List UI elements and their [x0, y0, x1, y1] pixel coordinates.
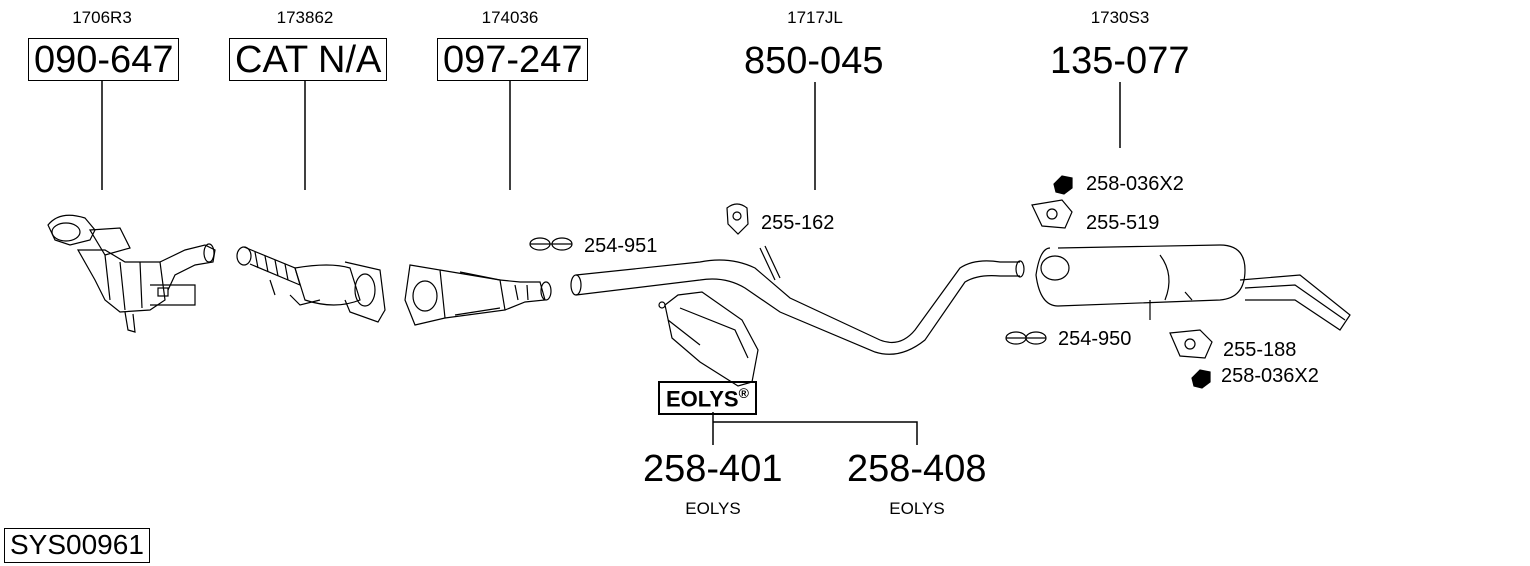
part-ref-3: 174036: [481, 8, 539, 27]
eolys-part-number-1: 258-401: [643, 448, 783, 490]
eolys-label-2: EOLYS: [889, 499, 945, 518]
part-number-5: 135-077: [1050, 40, 1190, 82]
part-number-3: 097-247: [437, 38, 589, 81]
eolys-logo-text: EOLYS: [666, 386, 739, 412]
part-number-2: CAT N/A: [229, 38, 388, 81]
registered-mark: ®: [738, 385, 749, 401]
eolys-bracket: [712, 412, 918, 445]
clamp-label-2: 254-950: [1058, 328, 1132, 350]
rear-silencer-drawing: [1035, 244, 1351, 331]
clamp-icon: [529, 237, 573, 251]
eolys-part-number-2: 258-408: [847, 448, 987, 490]
part-ref-5: 1730S3: [1090, 8, 1150, 27]
hanger-label-1: 255-162: [761, 212, 835, 234]
manifold-catalyst-drawing: [47, 214, 216, 333]
part-ref-4: 1717JL: [787, 8, 843, 27]
rubber-hanger-icon: [1031, 199, 1073, 229]
flexible-pipe-drawing: [236, 246, 386, 323]
nut-label-2: 258-036X2: [1221, 365, 1319, 387]
part-number-1: 090-647: [28, 38, 180, 81]
part-ref-1: 1706R3: [72, 8, 132, 27]
rubber-hanger-icon: [726, 203, 749, 235]
nut-icon: [1053, 175, 1073, 195]
clamp-label-1: 254-951: [584, 235, 658, 257]
clamp-icon: [1005, 331, 1047, 345]
part-ref-2: 173862: [276, 8, 334, 27]
nut-label-1: 258-036X2: [1086, 173, 1184, 195]
intermediate-pipe-drawing: [570, 245, 1025, 355]
part-number-4: 850-045: [744, 40, 884, 82]
eolys-label-1: EOLYS: [685, 499, 741, 518]
hanger-label-3: 255-188: [1223, 339, 1297, 361]
system-id: SYS00961: [4, 528, 150, 563]
particulate-filter-drawing: [404, 264, 552, 326]
eolys-logo: EOLYS®: [658, 381, 757, 416]
hanger-label-2: 255-519: [1086, 212, 1160, 234]
rubber-hanger-icon: [1169, 329, 1213, 359]
eolys-tank-drawing: [658, 291, 759, 387]
nut-icon: [1191, 369, 1211, 389]
